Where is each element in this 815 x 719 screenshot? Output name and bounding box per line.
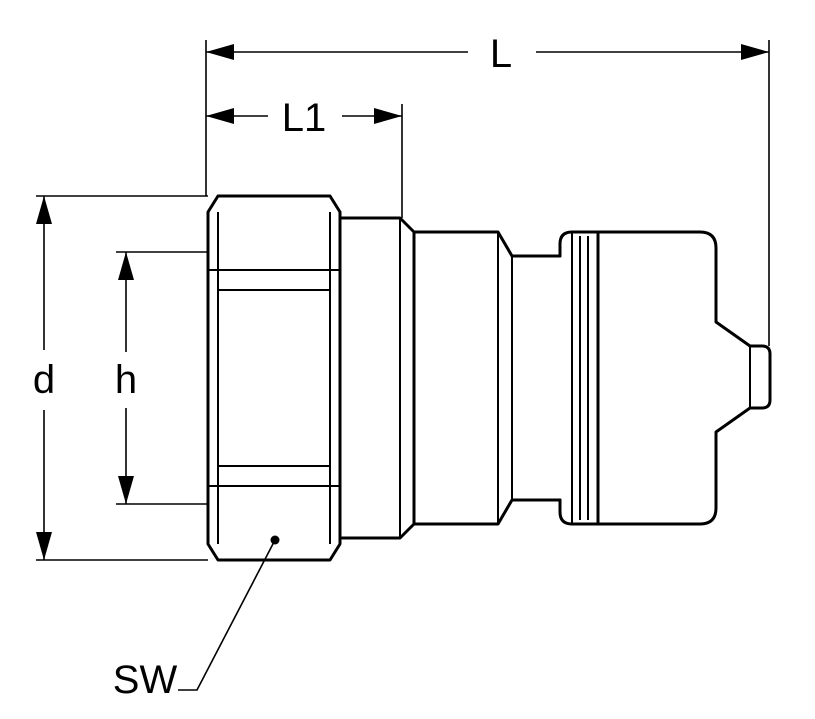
dim-h-arrow-bottom — [118, 476, 134, 504]
wrench-size-leader: SW — [113, 535, 280, 702]
body-upper — [412, 230, 562, 258]
dim-d-arrow-top — [36, 196, 52, 224]
dimension-L: L — [206, 32, 769, 76]
label-SW: SW — [113, 658, 178, 702]
body-lower — [412, 498, 562, 526]
dim-L1-arrow-right — [374, 108, 402, 124]
extension-lines — [36, 40, 770, 561]
dim-d-arrow-bottom — [36, 532, 52, 560]
label-L1: L1 — [282, 96, 327, 140]
dim-h-arrow-top — [118, 252, 134, 280]
coupling-body — [206, 194, 772, 562]
dimension-h: h — [115, 252, 137, 504]
dim-L-arrow-right — [741, 44, 769, 60]
front-sleeve — [596, 230, 772, 526]
dimension-L1: L1 — [206, 96, 402, 140]
dimension-d: d — [33, 196, 55, 560]
groove-ring — [558, 230, 600, 526]
label-L: L — [490, 32, 512, 76]
leader-line — [178, 539, 276, 691]
hex-nut — [206, 194, 342, 562]
label-h: h — [115, 358, 137, 402]
collar — [338, 216, 416, 540]
dim-L1-arrow-left — [206, 108, 234, 124]
dim-L-arrow-left — [206, 44, 234, 60]
label-d: d — [33, 358, 55, 402]
